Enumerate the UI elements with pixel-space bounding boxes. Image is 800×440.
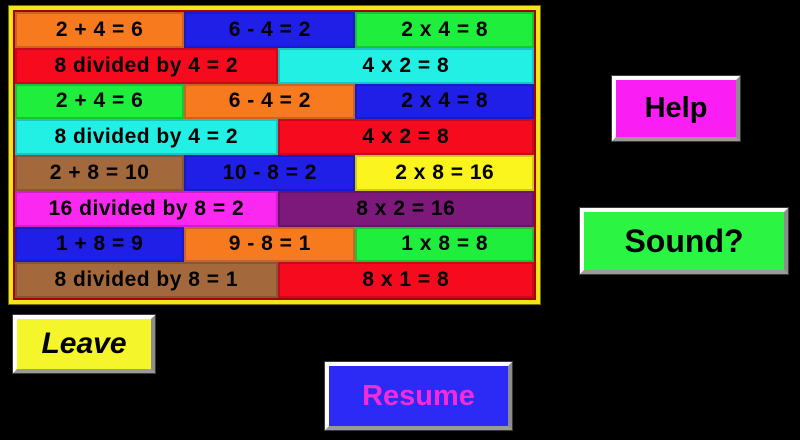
equation-tile: 8 divided by 8 = 1 — [15, 262, 278, 298]
equation-row-5: 2 + 8 = 10 10 - 8 = 2 2 x 8 = 16 — [15, 155, 534, 191]
equations-panel-inner: 2 + 4 = 6 6 - 4 = 2 2 x 4 = 8 8 divided … — [13, 10, 536, 300]
leave-button[interactable]: Leave — [12, 314, 156, 374]
equations-grid: 2 + 4 = 6 6 - 4 = 2 2 x 4 = 8 8 divided … — [15, 12, 534, 298]
equation-tile: 8 divided by 4 = 2 — [15, 47, 278, 84]
equation-tile: 1 + 8 = 9 — [15, 226, 185, 263]
equation-row-1: 2 + 4 = 6 6 - 4 = 2 2 x 4 = 8 — [15, 12, 534, 48]
equation-tile: 16 divided by 8 = 2 — [15, 190, 278, 227]
equation-tile: 8 x 1 = 8 — [277, 262, 534, 298]
equation-row-7: 1 + 8 = 9 9 - 8 = 1 1 x 8 = 8 — [15, 226, 534, 263]
equation-row-4: 8 divided by 4 = 2 4 x 2 = 8 — [15, 119, 534, 155]
sound-toggle-button[interactable]: Sound? — [579, 207, 789, 275]
equation-tile: 2 + 4 = 6 — [15, 12, 185, 48]
equation-row-3: 2 + 4 = 6 6 - 4 = 2 2 x 4 = 8 — [15, 83, 534, 120]
equation-row-2: 8 divided by 4 = 2 4 x 2 = 8 — [15, 47, 534, 84]
equation-tile: 10 - 8 = 2 — [184, 155, 356, 191]
equation-tile: 4 x 2 = 8 — [277, 119, 534, 155]
equation-tile: 9 - 8 = 1 — [184, 226, 356, 263]
equation-tile: 1 x 8 = 8 — [355, 226, 534, 263]
equation-row-8: 8 divided by 8 = 1 8 x 1 = 8 — [15, 262, 534, 298]
equation-tile: 2 x 4 = 8 — [355, 12, 534, 48]
equation-row-6: 16 divided by 8 = 2 8 x 2 = 16 — [15, 190, 534, 227]
equation-tile: 8 divided by 4 = 2 — [15, 119, 278, 155]
equation-tile: 2 x 8 = 16 — [355, 155, 534, 191]
equation-tile: 6 - 4 = 2 — [184, 12, 356, 48]
equation-tile: 2 + 4 = 6 — [15, 83, 185, 120]
equation-tile: 8 x 2 = 16 — [277, 190, 534, 227]
equation-tile: 6 - 4 = 2 — [184, 83, 356, 120]
equation-tile: 4 x 2 = 8 — [277, 47, 534, 84]
resume-button[interactable]: Resume — [324, 361, 513, 431]
equation-tile: 2 x 4 = 8 — [355, 83, 534, 120]
equation-tile: 2 + 8 = 10 — [15, 155, 185, 191]
help-button[interactable]: Help — [611, 75, 741, 142]
equations-panel: 2 + 4 = 6 6 - 4 = 2 2 x 4 = 8 8 divided … — [8, 5, 541, 305]
